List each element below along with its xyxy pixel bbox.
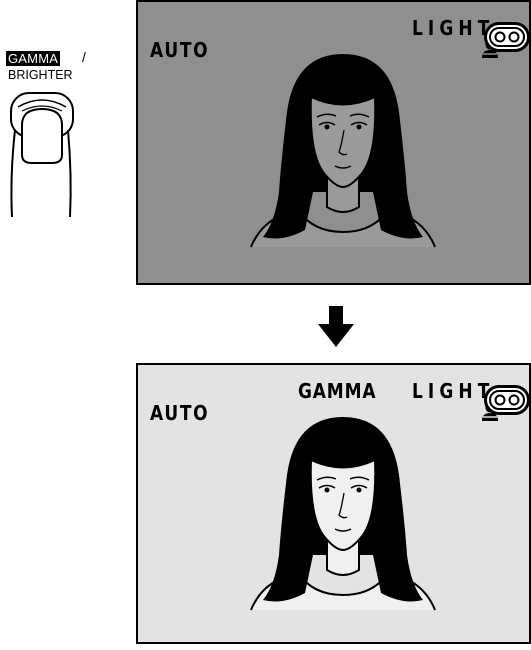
gamma-label: GAMMA [298, 379, 376, 403]
light-ring-icon [484, 22, 530, 52]
label-slash: / [82, 50, 86, 65]
gamma-button-label: GAMMA [6, 51, 60, 66]
mode-auto-label: AUTO [150, 38, 209, 62]
light-label: LIGHT [412, 16, 494, 40]
button-press-icon[interactable] [0, 85, 100, 220]
brighter-label: BRIGHTER [8, 68, 73, 82]
face-illustration [243, 405, 443, 650]
face-illustration [243, 42, 443, 287]
light-ring-icon [484, 385, 530, 415]
screen-after: AUTO GAMMA LIGHT [136, 363, 531, 644]
screen-before: AUTO LIGHT [136, 0, 531, 285]
light-label: LIGHT [412, 379, 494, 403]
down-arrow-icon [316, 306, 356, 348]
mode-auto-label: AUTO [150, 401, 209, 425]
